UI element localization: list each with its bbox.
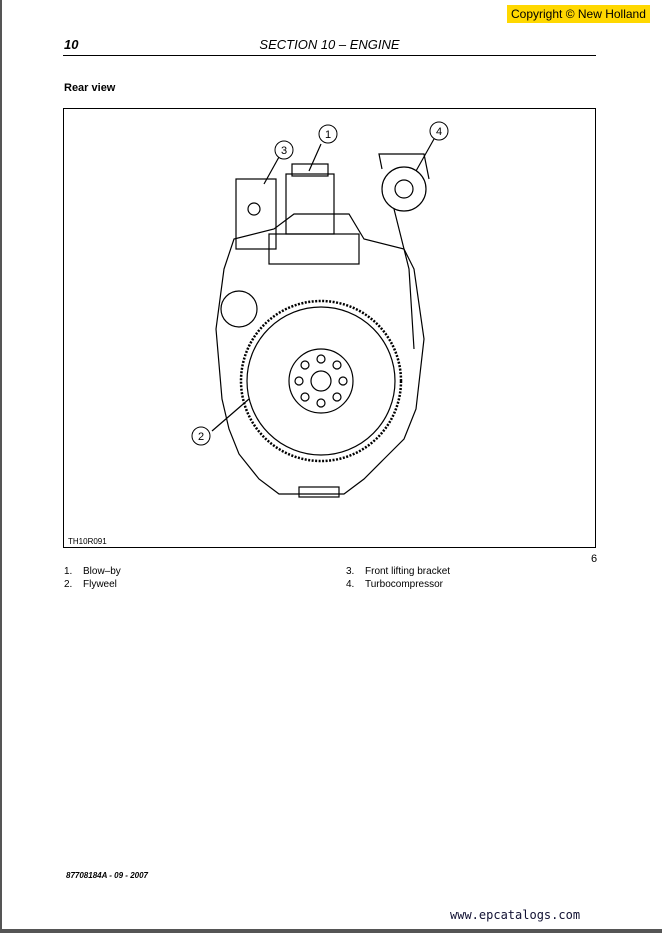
legend-number: 2. (64, 579, 73, 590)
section-title: SECTION 10 – ENGINE (259, 37, 400, 52)
leader-line (308, 143, 322, 172)
leader-line (263, 156, 280, 185)
engine-rear-view-figure: 1 2 3 4 TH10R091 (63, 108, 596, 548)
page-border (0, 929, 662, 933)
turbo-pipe (378, 153, 430, 180)
figure-code: TH10R091 (68, 537, 107, 546)
legend-item: 2. Flyweel (64, 578, 117, 591)
bracket-hole (247, 202, 261, 216)
legend-number: 4. (346, 579, 355, 590)
blow-by-housing (285, 173, 335, 235)
legend-item: 3. Front lifting bracket (346, 565, 450, 578)
legend-label: Blow–by (83, 566, 121, 577)
turbo-inlet (394, 179, 414, 199)
callout-1: 1 (325, 129, 331, 141)
callout-circles (191, 121, 449, 446)
document-code: 87708184A - 09 - 2007 (66, 871, 148, 880)
flywheel-ring-gear (239, 299, 403, 463)
page-border (0, 0, 2, 933)
callout-3: 3 (281, 145, 287, 157)
oil-sump-plug (298, 486, 340, 498)
header-divider (63, 55, 596, 56)
pulley (220, 290, 258, 328)
figure-number: 6 (591, 553, 598, 565)
turbo-drain (393, 208, 415, 350)
leader-line (415, 138, 435, 172)
flywheel (246, 306, 396, 456)
copyright-badge: Copyright © New Holland (507, 5, 650, 23)
watermark-link[interactable]: www.epcatalogs.com (450, 908, 581, 922)
flywheel-hub (288, 348, 354, 414)
legend-item: 1. Blow–by (64, 565, 121, 578)
subheading: Rear view (64, 82, 116, 94)
page-number: 10 (64, 37, 79, 52)
callout-4: 4 (436, 126, 442, 138)
leader-line (211, 398, 250, 432)
manifold (268, 233, 360, 265)
flywheel-bolts (294, 354, 348, 408)
legend-item: 4. Turbocompressor (346, 578, 443, 591)
front-lifting-bracket (235, 178, 277, 250)
callout-2: 2 (198, 431, 204, 443)
engine-drawing: 1 2 3 4 (191, 121, 449, 498)
legend-label: Front lifting bracket (365, 566, 451, 577)
legend-label: Flyweel (83, 579, 117, 590)
legend-label: Turbocompressor (365, 579, 443, 590)
blow-by-cap (291, 163, 329, 177)
turbocompressor (381, 166, 427, 212)
engine-block (215, 213, 425, 495)
flywheel-center (310, 370, 332, 392)
legend-number: 3. (346, 566, 355, 577)
legend-number: 1. (64, 566, 73, 577)
